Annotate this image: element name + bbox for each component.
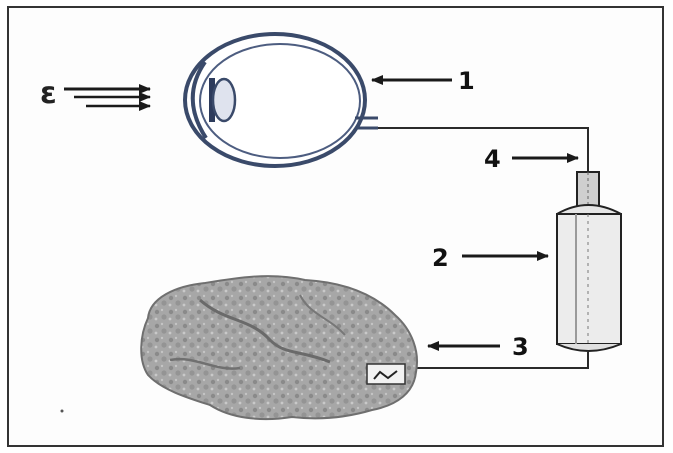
label-2: 2 (432, 244, 449, 272)
eye-lens (213, 79, 235, 121)
cylinder-body (557, 214, 621, 344)
occipital-marker (367, 364, 405, 384)
speck (61, 410, 64, 413)
label-1: 1 (458, 67, 475, 95)
label-3: 3 (512, 333, 529, 361)
stimulus-symbol: ε (40, 76, 57, 111)
label-4: 4 (484, 145, 501, 173)
